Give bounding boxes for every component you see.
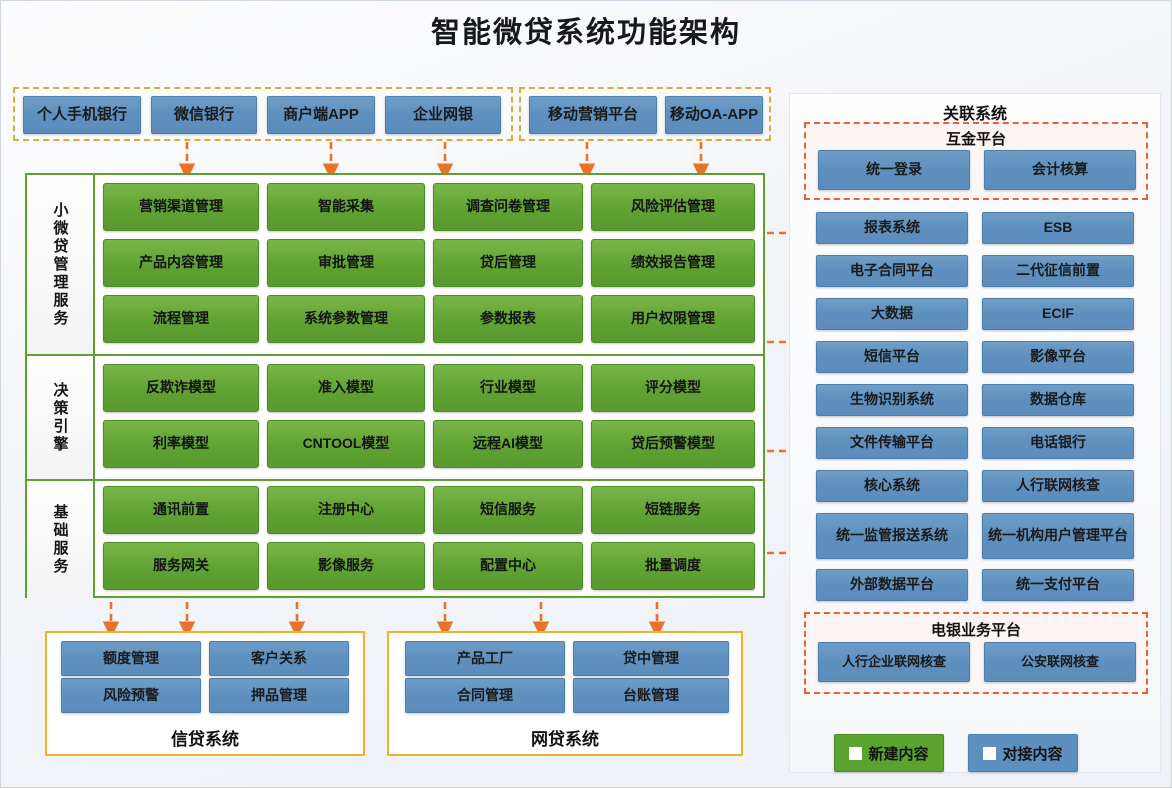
related-systems-title: 关联系统	[942, 106, 1007, 123]
related-cell[interactable]: 电话银行	[982, 427, 1134, 459]
related-cell[interactable]: 文件传输平台	[816, 427, 968, 459]
system-cell[interactable]: 合同管理	[405, 678, 565, 713]
channel-box[interactable]: 个人手机银行	[23, 96, 141, 134]
system-title: 信贷系统	[171, 730, 239, 749]
core-cell[interactable]: CNTOOL模型	[267, 420, 425, 468]
legend-label: 新建内容	[868, 745, 929, 763]
related-cell[interactable]: 报表系统	[816, 212, 968, 244]
page-title: 智能微贷系统功能架构	[430, 17, 741, 49]
core-cell[interactable]: 远程AI模型	[433, 420, 583, 468]
channel-group-mobile: 移动营销平台 移动OA-APP	[519, 87, 771, 141]
related-cell[interactable]: 二代征信前置	[982, 255, 1134, 287]
related-cell[interactable]: 统一支付平台	[982, 569, 1134, 601]
fintech-platform-group: 互金平台 统一登录 会计核算	[804, 122, 1148, 200]
legend-integrated-content: 对接内容	[968, 734, 1078, 772]
core-cell[interactable]: 流程管理	[103, 295, 259, 343]
related-cell[interactable]: 外部数据平台	[816, 569, 968, 601]
core-cell[interactable]: 调查问卷管理	[433, 183, 583, 231]
legend-label: 对接内容	[1002, 745, 1063, 763]
legend-swatch-icon	[849, 746, 863, 760]
core-cell[interactable]: 风险评估管理	[591, 183, 755, 231]
core-cell[interactable]: 短链服务	[591, 486, 755, 534]
related-cell[interactable]: 人行企业联网核查	[818, 642, 970, 682]
system-title: 网贷系统	[531, 730, 599, 749]
system-cell[interactable]: 额度管理	[61, 641, 201, 676]
related-systems-panel: 关联系统 互金平台 统一登录 会计核算 报表系统 ESB 电子合同平台 二代征信…	[789, 93, 1161, 773]
related-cell[interactable]: 生物识别系统	[816, 384, 968, 416]
core-cell[interactable]: 贷后管理	[433, 239, 583, 287]
core-cell[interactable]: 评分模型	[591, 364, 755, 412]
legend-swatch-icon	[983, 746, 997, 760]
fintech-platform-title: 互金平台	[945, 131, 1006, 148]
related-cell[interactable]: 公安联网核查	[984, 642, 1136, 682]
channel-box[interactable]: 移动营销平台	[529, 96, 657, 134]
related-cell[interactable]: 会计核算	[984, 150, 1136, 190]
band-label-decision-engine: 决策引擎	[27, 356, 93, 479]
related-cell[interactable]: 短信平台	[816, 341, 968, 373]
core-cell[interactable]: 反欺诈模型	[103, 364, 259, 412]
system-cell[interactable]: 台账管理	[573, 678, 729, 713]
band-label-basic-service: 基础服务	[27, 481, 93, 598]
related-cell[interactable]: 统一机构用户管理平台	[982, 513, 1134, 559]
band-separator	[27, 354, 763, 356]
core-cell[interactable]: 营销渠道管理	[103, 183, 259, 231]
core-cell[interactable]: 绩效报告管理	[591, 239, 755, 287]
core-cell[interactable]: 系统参数管理	[267, 295, 425, 343]
system-group-credit: 额度管理 客户关系 风险预警 押品管理 信贷系统	[45, 631, 365, 756]
core-cell[interactable]: 短信服务	[433, 486, 583, 534]
channel-box[interactable]: 商户端APP	[267, 96, 375, 134]
system-cell[interactable]: 押品管理	[209, 678, 349, 713]
core-cell[interactable]: 参数报表	[433, 295, 583, 343]
related-cell[interactable]: 人行联网核查	[982, 470, 1134, 502]
system-cell[interactable]: 风险预警	[61, 678, 201, 713]
core-cell[interactable]: 智能采集	[267, 183, 425, 231]
core-cell[interactable]: 通讯前置	[103, 486, 259, 534]
related-cell[interactable]: 数据仓库	[982, 384, 1134, 416]
system-cell[interactable]: 客户关系	[209, 641, 349, 676]
related-cell[interactable]: 大数据	[816, 298, 968, 330]
ebank-platform-group: 电银业务平台 人行企业联网核查 公安联网核查	[804, 612, 1148, 694]
core-cell[interactable]: 行业模型	[433, 364, 583, 412]
core-cell[interactable]: 注册中心	[267, 486, 425, 534]
related-cell[interactable]: 统一登录	[818, 150, 970, 190]
core-cell[interactable]: 利率模型	[103, 420, 259, 468]
core-cell[interactable]: 影像服务	[267, 542, 425, 590]
system-cell[interactable]: 贷中管理	[573, 641, 729, 676]
core-cell[interactable]: 贷后预警模型	[591, 420, 755, 468]
core-cell[interactable]: 产品内容管理	[103, 239, 259, 287]
core-cell[interactable]: 准入模型	[267, 364, 425, 412]
channel-box[interactable]: 微信银行	[151, 96, 257, 134]
related-cell[interactable]: ESB	[982, 212, 1134, 244]
system-cell[interactable]: 产品工厂	[405, 641, 565, 676]
band-divider	[93, 481, 95, 598]
channel-box[interactable]: 移动OA-APP	[665, 96, 763, 134]
channel-box[interactable]: 企业网银	[385, 96, 501, 134]
system-group-online-loan: 产品工厂 贷中管理 合同管理 台账管理 网贷系统	[387, 631, 743, 756]
band-label-micro-loan: 小微贷管理服务	[27, 175, 93, 354]
band-divider	[93, 356, 95, 479]
related-cell[interactable]: 电子合同平台	[816, 255, 968, 287]
core-cell[interactable]: 服务网关	[103, 542, 259, 590]
core-cell[interactable]: 用户权限管理	[591, 295, 755, 343]
legend-new-content: 新建内容	[834, 734, 944, 772]
related-cell[interactable]: 核心系统	[816, 470, 968, 502]
band-separator	[27, 479, 763, 481]
ebank-platform-title: 电银业务平台	[930, 622, 1021, 639]
related-cell[interactable]: 统一监管报送系统	[816, 513, 968, 559]
core-cell[interactable]: 配置中心	[433, 542, 583, 590]
core-cell[interactable]: 批量调度	[591, 542, 755, 590]
core-platform-frame: 小微贷管理服务 营销渠道管理 智能采集 调查问卷管理 风险评估管理 产品内容管理…	[25, 173, 765, 598]
related-cell[interactable]: 影像平台	[982, 341, 1134, 373]
related-cell[interactable]: ECIF	[982, 298, 1134, 330]
core-cell[interactable]: 审批管理	[267, 239, 425, 287]
channel-group-primary: 个人手机银行 微信银行 商户端APP 企业网银	[13, 87, 513, 141]
band-divider	[93, 175, 95, 354]
